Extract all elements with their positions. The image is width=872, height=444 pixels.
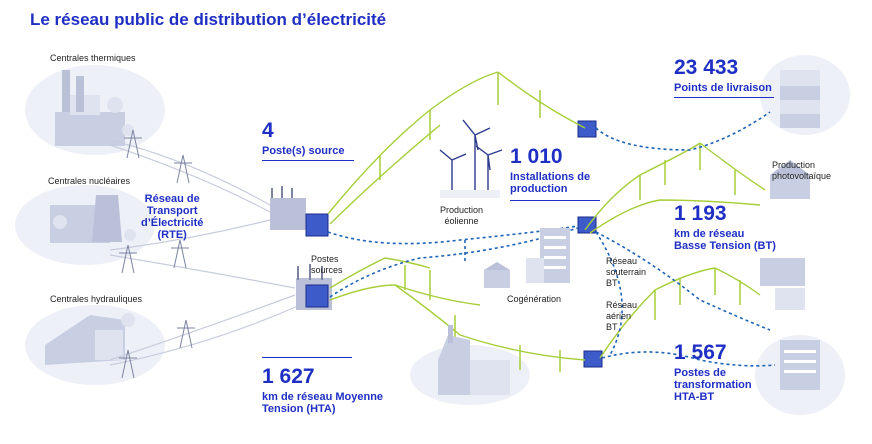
divider [262, 357, 352, 358]
stat-bt-network: 1 193 km de réseau Basse Tension (BT) [674, 202, 776, 253]
source-posts-line-1: Postes [311, 254, 339, 264]
stat-value: 1 010 [510, 145, 563, 168]
pv-production-label: Production photovoltaïque [772, 160, 831, 182]
stat-label: Poste(s) source [262, 145, 345, 157]
stat-label-line-2: Basse Tension (BT) [674, 240, 776, 252]
underground-line-3: BT [606, 278, 618, 288]
stat-value: 23 433 [674, 56, 739, 79]
delivery-buildings-icon [780, 70, 820, 128]
stat-delivery-points: 23 433 Points de livraison [674, 56, 772, 95]
stat-hta-network: 1 627 km de réseau Moyenne Tension (HTA) [262, 365, 384, 416]
stat-label-line-1: Postes de [674, 367, 726, 379]
cogeneration-icon [484, 262, 510, 288]
stat-value: 1 193 [674, 202, 727, 225]
stat-label-line-1: Installations de [510, 171, 591, 183]
nuclear-plant-icon [50, 195, 136, 243]
hta-lines [327, 71, 766, 361]
stat-label-line-2: Tension (HTA) [262, 403, 336, 415]
aerial-line-2: aérien [606, 311, 632, 321]
pv-line-2: photovoltaïque [772, 171, 832, 181]
aerial-line-3: BT [606, 322, 618, 332]
stat-transformers: 1 567 Postes de transformation HTA-BT [674, 341, 752, 404]
wind-base [440, 190, 500, 198]
underground-network-label: Réseau souterrain BT [606, 256, 646, 289]
page-title: Le réseau public de distribution d’élect… [30, 10, 387, 29]
nuclear-plants-label: Centrales nucléaires [48, 176, 131, 186]
source-posts-line-2: sources [311, 265, 343, 275]
divider [674, 97, 774, 98]
stat-label-line-2: transformation [674, 379, 752, 391]
rte-line-4: (RTE) [157, 229, 187, 241]
hta-poles [379, 72, 741, 372]
aerial-line-1: Réseau [606, 300, 638, 310]
stat-value: 4 [262, 119, 274, 142]
rte-label: Réseau de Transport d’Électricité (RTE) [141, 193, 203, 241]
stat-label-line-1: km de réseau [674, 228, 745, 240]
rte-line-3: d’Électricité [141, 217, 204, 229]
stat-label-line-1: km de réseau Moyenne [262, 391, 384, 403]
wind-production-label: Production éolienne [440, 205, 483, 227]
rte-line-2: Transport [146, 205, 198, 217]
underground-line-1: Réseau [606, 256, 638, 266]
stat-source-posts: 4 Poste(s) source [262, 119, 345, 158]
factory-icon [438, 325, 510, 395]
thermal-plants-label: Centrales thermiques [50, 53, 136, 63]
cogeneration-label: Cogénération [507, 294, 562, 304]
hydro-plant-icon [45, 313, 135, 365]
stat-label-line-3: HTA-BT [674, 391, 715, 403]
stat-label: Points de livraison [674, 82, 772, 94]
stat-value: 1 567 [674, 341, 727, 364]
underground-line-2: souterrain [606, 267, 647, 277]
houses-icon [760, 160, 820, 390]
hydro-plants-label: Centrales hydrauliques [50, 294, 143, 304]
stat-label-line-2: production [510, 183, 568, 195]
rte-line-1: Réseau de [144, 193, 200, 205]
stat-installations: 1 010 Installations de production [510, 145, 591, 196]
divider [262, 160, 354, 161]
wind-line-1: Production [440, 205, 484, 215]
wind-turbines-icon [439, 119, 503, 192]
pylons [119, 129, 195, 379]
source-posts-label: Postes sources [311, 254, 343, 276]
divider [510, 200, 600, 201]
aerial-network-label: Réseau aérien BT [606, 300, 637, 333]
building-icon [526, 228, 570, 283]
pv-line-1: Production [772, 160, 816, 170]
wind-line-2: éolienne [444, 216, 479, 226]
stat-value: 1 627 [262, 365, 315, 388]
